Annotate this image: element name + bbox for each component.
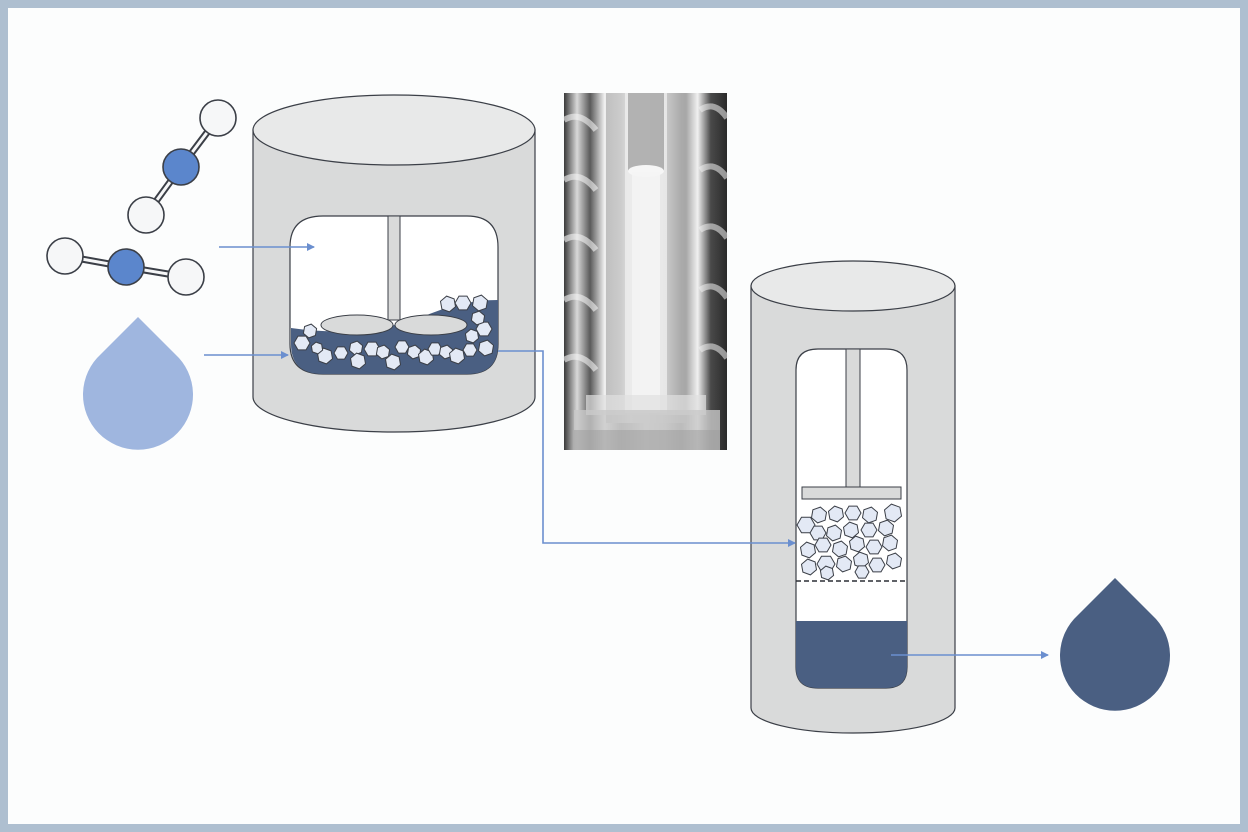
atom-blue-middle bbox=[107, 248, 145, 286]
crystal-particle bbox=[825, 524, 843, 542]
crystal-particle bbox=[375, 344, 391, 360]
crystal-particle bbox=[471, 294, 489, 312]
reactor-vessel bbox=[252, 94, 536, 433]
crystal-particle bbox=[831, 540, 849, 558]
crystal-particle bbox=[877, 519, 895, 537]
crystal-particle bbox=[438, 344, 454, 360]
water-droplet-icon bbox=[82, 317, 193, 450]
press-plate bbox=[801, 486, 902, 500]
atom-white-left bbox=[46, 237, 84, 275]
molecule-horizontal bbox=[46, 237, 205, 296]
crystal-particle bbox=[842, 521, 860, 539]
crystal-particle bbox=[293, 335, 311, 351]
crystal-particle bbox=[835, 555, 853, 573]
crystal-particle bbox=[885, 552, 903, 570]
crystal-particle bbox=[881, 534, 899, 552]
agitator-blade-right bbox=[394, 314, 468, 336]
crystal-particle bbox=[827, 505, 845, 523]
crystal-particle bbox=[302, 323, 318, 339]
crystal-particle bbox=[854, 565, 870, 579]
crystal-particle bbox=[462, 343, 478, 357]
crystal-particle bbox=[819, 565, 835, 581]
agitator-shaft bbox=[387, 215, 401, 321]
crystal-particle bbox=[394, 340, 410, 354]
crystal-particle bbox=[868, 557, 886, 573]
agitator-blade-left bbox=[320, 314, 394, 336]
product-droplet-icon bbox=[1060, 578, 1170, 711]
atom-blue-center bbox=[162, 148, 200, 186]
crystal-particle bbox=[310, 341, 324, 355]
crystals-filter-cake bbox=[796, 503, 903, 581]
atom-white-bottom bbox=[127, 196, 165, 234]
press-rod bbox=[845, 348, 861, 488]
glass-column-photo bbox=[562, 93, 730, 450]
crystal-particle bbox=[809, 525, 827, 541]
crystal-particle bbox=[406, 344, 422, 360]
crystal-particle bbox=[454, 295, 472, 311]
molecule-diagonal bbox=[127, 99, 237, 234]
crystal-particle bbox=[799, 541, 817, 559]
crystal-particle bbox=[865, 539, 883, 555]
crystal-particle bbox=[333, 346, 349, 360]
crystal-particle bbox=[384, 353, 402, 371]
atom-white-top bbox=[199, 99, 237, 137]
atom-white-right bbox=[167, 258, 205, 296]
crystal-particle bbox=[848, 535, 866, 553]
crystal-particle bbox=[860, 522, 878, 538]
crystal-particle bbox=[349, 352, 367, 370]
crystal-particle bbox=[800, 558, 818, 576]
crystals-suspended bbox=[293, 294, 495, 371]
filtrate-liquid bbox=[796, 621, 907, 688]
arrow-slurry-transfer bbox=[498, 350, 796, 547]
crystal-particle bbox=[844, 505, 862, 521]
crystal-particle bbox=[477, 339, 495, 357]
crystal-particle bbox=[470, 310, 486, 326]
crystal-particle bbox=[814, 537, 832, 553]
crystal-particle bbox=[883, 503, 903, 523]
crystal-particle bbox=[439, 295, 457, 313]
crystal-particle bbox=[810, 506, 828, 524]
diagram-canvas bbox=[46, 93, 1170, 734]
filter-vessel bbox=[750, 260, 956, 734]
